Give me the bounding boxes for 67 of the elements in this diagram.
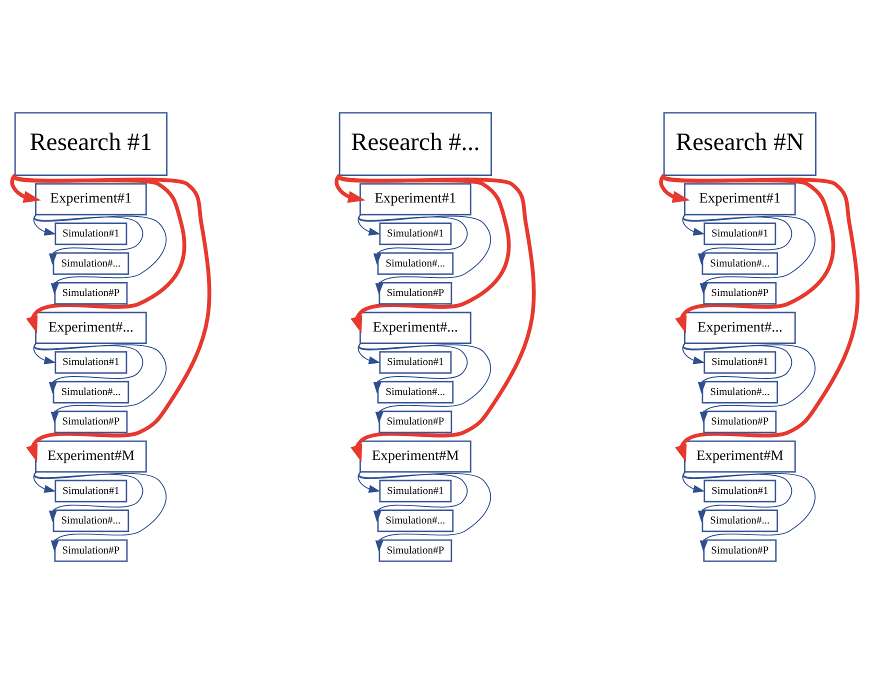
arrow xyxy=(683,471,792,522)
arrow xyxy=(338,174,511,334)
arrow xyxy=(358,214,468,266)
node-box: Experiment#M xyxy=(684,440,796,473)
node-box: Experiment#M xyxy=(360,440,472,473)
arrow xyxy=(10,174,41,203)
node-box: Experiment#... xyxy=(684,312,796,344)
node-box: Simulation#... xyxy=(377,510,454,532)
node-box: Simulation#1 xyxy=(379,480,452,502)
arrow xyxy=(34,342,144,394)
node-box: Research #... xyxy=(338,112,492,176)
node-box: Experiment#M xyxy=(35,440,147,473)
node-box: Simulation#1 xyxy=(54,222,128,246)
arrow xyxy=(358,471,491,552)
node-box: Simulation#... xyxy=(702,510,778,532)
node-box: Experiment#... xyxy=(35,312,147,344)
arrow xyxy=(659,174,690,203)
node-box: Simulation#P xyxy=(378,539,452,562)
node-box: Simulation#P xyxy=(378,282,452,305)
node-box: Simulation#1 xyxy=(54,480,128,502)
arrow xyxy=(33,471,56,493)
arrow xyxy=(34,471,144,522)
node-box: Experiment#1 xyxy=(360,183,472,216)
node-box: Simulation#P xyxy=(378,410,452,434)
arrow xyxy=(682,342,816,424)
node-box: Research #1 xyxy=(14,112,168,176)
arrow xyxy=(358,471,468,522)
node-box: Simulation#P xyxy=(703,539,777,562)
node-box: Simulation#... xyxy=(52,252,130,275)
node-box: Simulation#1 xyxy=(379,351,452,374)
node-box: Simulation#P xyxy=(703,410,777,434)
arrow xyxy=(34,471,167,552)
node-box: Experiment#1 xyxy=(684,183,796,216)
node-box: Simulation#1 xyxy=(704,222,776,246)
node-box: Simulation#P xyxy=(54,410,128,434)
arrow xyxy=(14,174,212,462)
arrow xyxy=(358,471,380,493)
node-box: Simulation#... xyxy=(702,252,778,275)
node-box: Experiment#1 xyxy=(35,183,147,216)
node-box: Simulation#P xyxy=(54,282,128,305)
arrow xyxy=(662,174,860,462)
arrow xyxy=(338,174,536,462)
node-box: Simulation#... xyxy=(52,380,130,404)
arrow xyxy=(683,342,792,394)
node-box: Experiment#... xyxy=(360,312,472,344)
node-box: Simulation#... xyxy=(377,252,454,275)
node-box: Simulation#... xyxy=(52,510,130,532)
arrow xyxy=(34,214,144,266)
arrow xyxy=(334,174,366,203)
node-box: Simulation#1 xyxy=(54,351,128,374)
node-box: Simulation#P xyxy=(54,539,128,562)
node-box: Simulation#1 xyxy=(704,351,776,374)
arrow xyxy=(358,214,491,295)
arrow xyxy=(34,214,167,295)
arrow xyxy=(14,174,186,334)
arrow xyxy=(34,342,167,424)
arrow xyxy=(358,342,491,424)
node-box: Simulation#... xyxy=(702,380,778,404)
arrow xyxy=(683,214,792,266)
node-box: Simulation#... xyxy=(377,380,454,404)
node-box: Simulation#P xyxy=(703,282,777,305)
node-box: Research #N xyxy=(663,112,816,176)
arrow xyxy=(358,342,468,394)
arrow xyxy=(682,214,816,295)
node-box: Simulation#1 xyxy=(379,222,452,246)
node-box: Simulation#1 xyxy=(704,480,776,502)
arrow xyxy=(682,471,816,552)
